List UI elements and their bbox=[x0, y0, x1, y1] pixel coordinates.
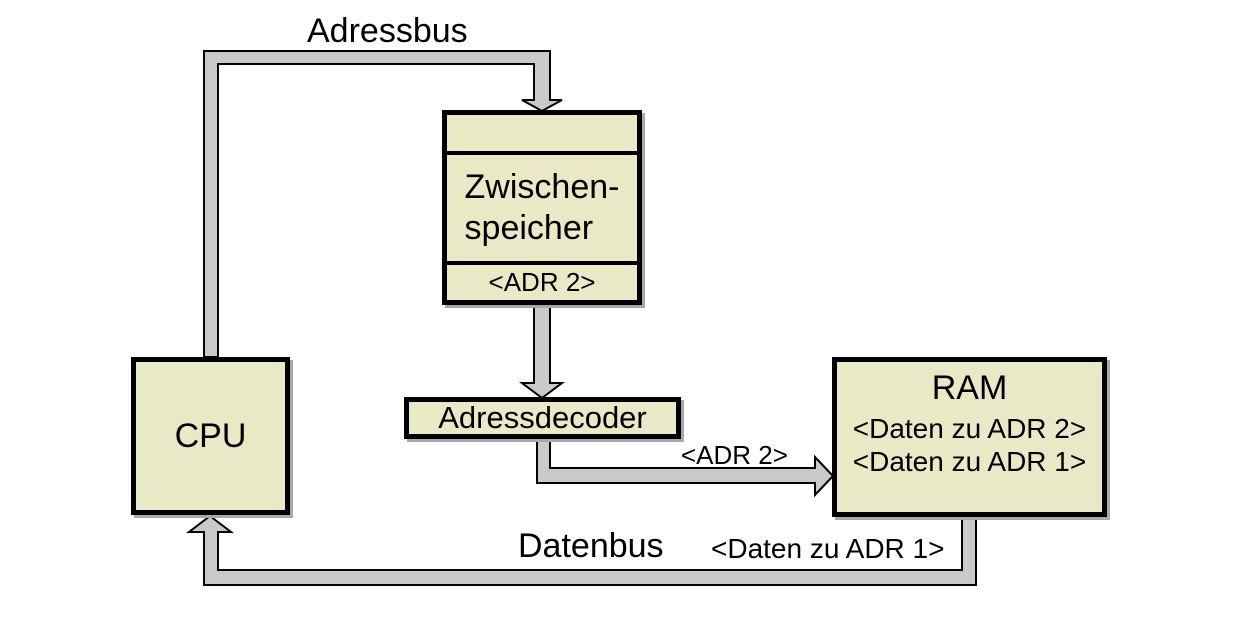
zwischenspeicher-label-line1: Zwischen- bbox=[464, 168, 620, 206]
ram-box: RAM <Daten zu ADR 2> <Daten zu ADR 1> bbox=[832, 357, 1107, 517]
datenbus-arrow bbox=[186, 513, 977, 586]
adressdecoder-label: Adressdecoder bbox=[438, 400, 647, 435]
decoder-to-ram-arrow bbox=[536, 436, 835, 498]
ram-data-row: <Daten zu ADR 2> bbox=[852, 413, 1087, 444]
zwischenspeicher-box: Zwischen- speicher <ADR 2> bbox=[442, 110, 642, 305]
zwischenspeicher-address-slot: <ADR 2> bbox=[447, 261, 637, 300]
adressbus-label: Adressbus bbox=[307, 12, 468, 50]
buffer-to-decoder-arrow bbox=[519, 302, 565, 400]
zwischenspeicher-label: Zwischen- speicher bbox=[465, 167, 620, 249]
zwischenspeicher-empty-slot bbox=[447, 115, 637, 155]
adressbus-arrow bbox=[203, 50, 563, 358]
adressdecoder-box: Adressdecoder bbox=[404, 397, 681, 439]
daten-zu-adr1-signal-label: <Daten zu ADR 1> bbox=[711, 533, 945, 564]
cpu-box: CPU bbox=[131, 357, 290, 515]
adr2-signal-label: <ADR 2> bbox=[681, 440, 788, 470]
ram-title: RAM bbox=[931, 369, 1008, 407]
datenbus-label: Datenbus bbox=[518, 527, 664, 565]
zwischenspeicher-label-area: Zwischen- speicher bbox=[447, 155, 637, 261]
ram-data-row: <Daten zu ADR 1> bbox=[852, 446, 1087, 477]
cpu-label: CPU bbox=[174, 416, 247, 455]
zwischenspeicher-label-line2: speicher bbox=[464, 209, 594, 247]
